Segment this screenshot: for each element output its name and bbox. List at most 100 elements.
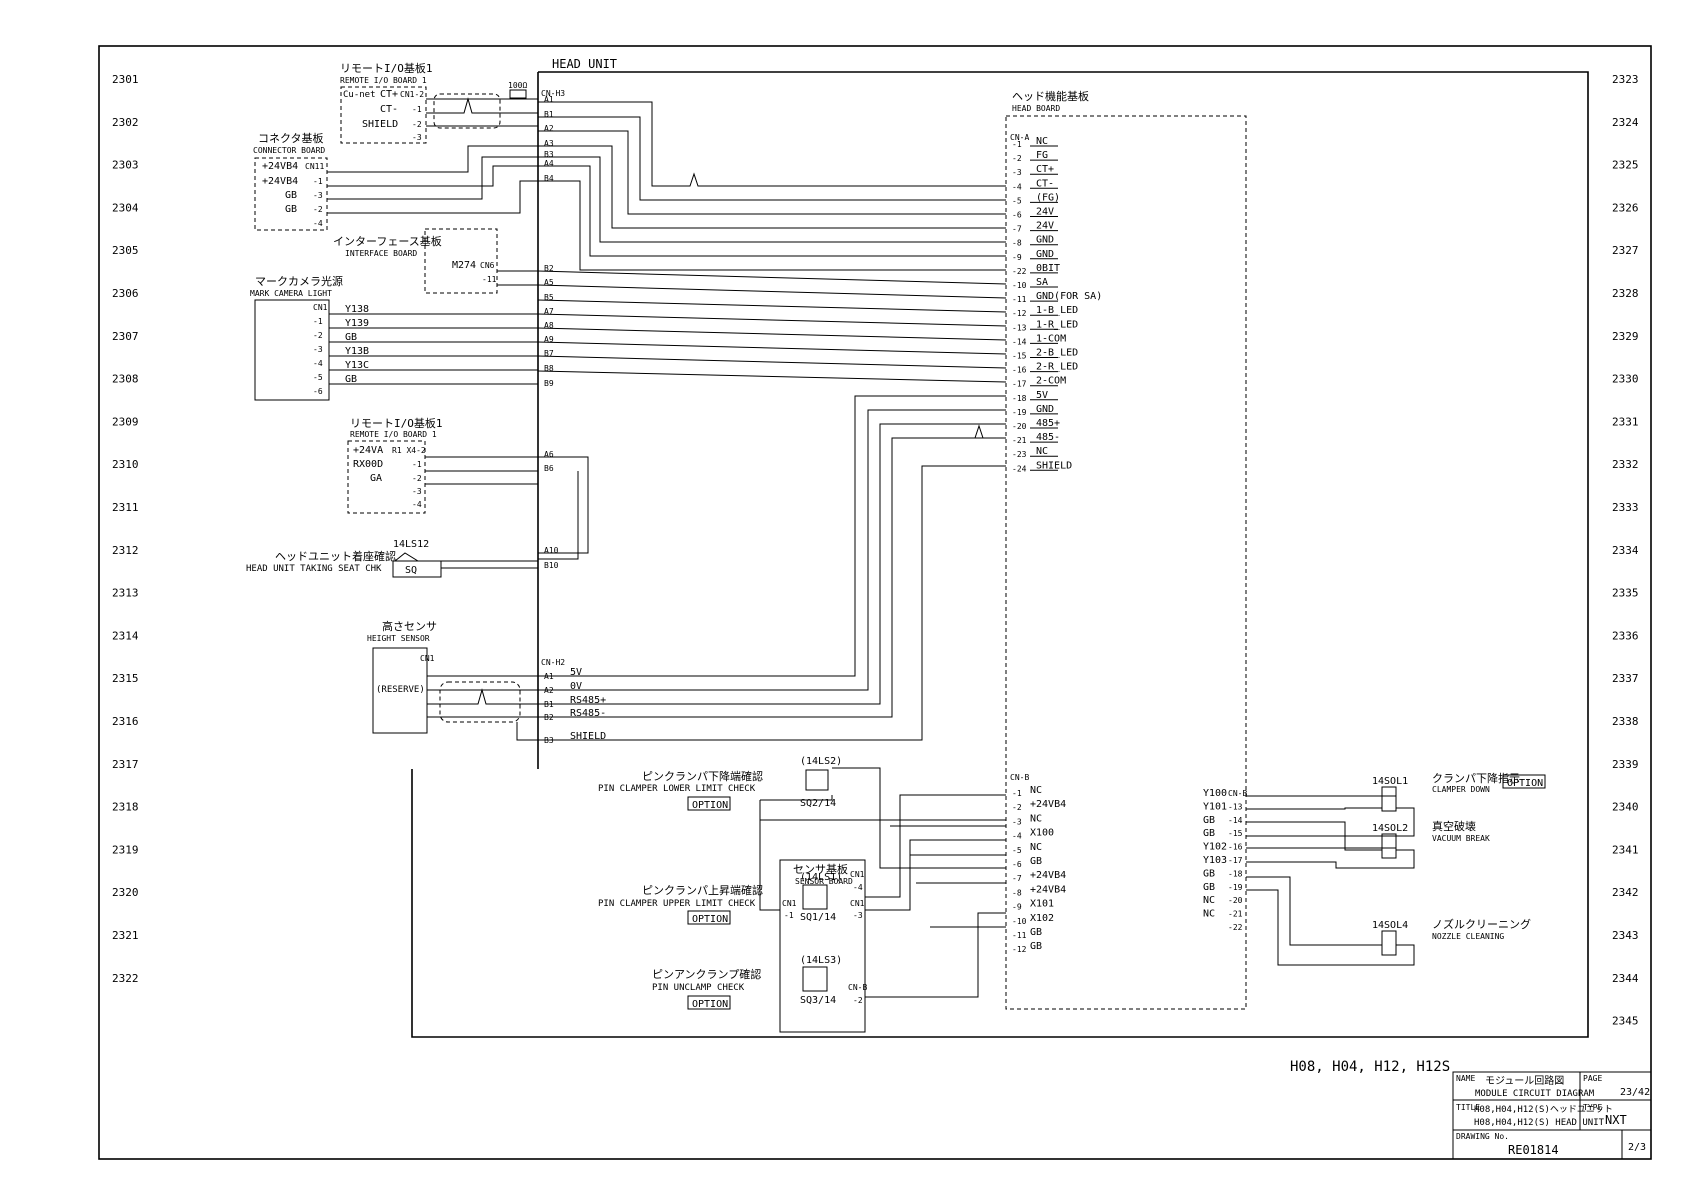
pin-number: -11 bbox=[1012, 931, 1027, 940]
cn-h2-label: CN-H2 bbox=[541, 658, 565, 667]
pin-number: CN-B bbox=[1228, 789, 1247, 798]
pin-number: -6 bbox=[1012, 211, 1022, 220]
solenoid-title-en: NOZZLE CLEANING bbox=[1432, 932, 1504, 941]
pin-number: -23 bbox=[1012, 450, 1027, 459]
page-value: 23/42 bbox=[1620, 1087, 1650, 1098]
pin-number: -4 bbox=[1012, 832, 1022, 841]
pin-number: -21 bbox=[1012, 436, 1027, 445]
interface-board: インターフェース基板 INTERFACE BOARD M274 CN6 -11 bbox=[333, 228, 538, 294]
pin-number: -19 bbox=[1228, 883, 1243, 892]
pin-signal: GND bbox=[1036, 404, 1054, 415]
model-list: H08, H04, H12, H12S bbox=[1290, 1059, 1450, 1075]
option-badge bbox=[1502, 774, 1546, 789]
pin-signal: +24VB4 bbox=[1030, 799, 1066, 810]
name-jp: モジュール回路図 bbox=[1485, 1074, 1564, 1087]
row-number: 2316 bbox=[112, 715, 139, 728]
pin-number: -20 bbox=[1228, 896, 1243, 905]
solenoid-id: 14SOL1 bbox=[1372, 776, 1408, 787]
cn-b-label: CN-B bbox=[1010, 773, 1029, 782]
pin-number: A7 bbox=[544, 307, 554, 316]
pin-signal: GND(FOR SA) bbox=[1036, 291, 1102, 302]
pin-number: B10 bbox=[544, 561, 559, 570]
pin-signal: +24VB4 bbox=[262, 161, 298, 172]
row-number: 2304 bbox=[112, 201, 139, 214]
pin-signal: (FG) bbox=[1036, 192, 1060, 203]
pin-number: -9 bbox=[1012, 253, 1022, 262]
title-label: TITLE bbox=[1456, 1103, 1480, 1112]
height-sensor-reserve: (RESERVE) bbox=[376, 685, 425, 695]
pin-number: -16 bbox=[1012, 366, 1027, 375]
pin-signal: GA bbox=[370, 473, 382, 484]
pin-signal: GB bbox=[1030, 856, 1042, 867]
row-number: 2312 bbox=[112, 544, 139, 557]
row-number: 2335 bbox=[1612, 587, 1639, 600]
height-sensor-title-jp: 高さセンサ bbox=[382, 619, 437, 633]
pin-signal: FG bbox=[1036, 150, 1048, 161]
pin-number: -4 bbox=[313, 219, 323, 228]
pin-signal: Y138 bbox=[345, 304, 369, 315]
head-board-title-en: HEAD BOARD bbox=[1012, 104, 1060, 113]
pin-signal: SHIELD bbox=[1036, 460, 1072, 471]
pin-number: -4 bbox=[1012, 182, 1022, 191]
pin-number: A2 bbox=[544, 124, 554, 133]
upper-limit-title-jp: ピンクランパ上昇端確認 bbox=[642, 883, 763, 897]
pin-signal: GB bbox=[285, 204, 297, 215]
resistor-label: 100Ω bbox=[508, 81, 527, 90]
switch-sq: SQ2/14 bbox=[800, 798, 836, 809]
pin-number: B9 bbox=[544, 379, 554, 388]
pin-number: A5 bbox=[544, 278, 554, 287]
pin-signal: RX00D bbox=[353, 459, 383, 470]
pin-signal: GB bbox=[1203, 828, 1215, 839]
pin-signal: GND bbox=[1036, 249, 1054, 260]
pin-number: -1 bbox=[313, 317, 323, 326]
row-number: 2324 bbox=[1612, 116, 1639, 129]
pin-number: B5 bbox=[544, 293, 554, 302]
pin-number: B7 bbox=[544, 349, 554, 358]
pin-number: CN-B bbox=[848, 983, 867, 992]
pin-signal: NC bbox=[1036, 136, 1048, 147]
pin-number: -13 bbox=[1228, 802, 1243, 811]
pin-number: B8 bbox=[544, 364, 554, 373]
row-number: 2340 bbox=[1612, 801, 1639, 814]
row-number: 2314 bbox=[112, 629, 139, 642]
pin-number: -1 bbox=[784, 911, 794, 920]
cunet-label: Cu-net bbox=[343, 90, 376, 100]
sheet-value: 2/3 bbox=[1628, 1142, 1646, 1153]
title-block: NAME モジュール回路図 MODULE CIRCUIT DIAGRAM PAG… bbox=[1452, 1071, 1652, 1160]
pin-number: -1 bbox=[412, 105, 422, 114]
row-number: 2341 bbox=[1612, 843, 1639, 856]
seat-switch-box bbox=[392, 560, 442, 578]
pin-number: CN1 bbox=[850, 899, 865, 908]
interface-box bbox=[424, 228, 498, 294]
pin-number: -5 bbox=[1012, 846, 1022, 855]
drawing-number: RE01814 bbox=[1508, 1143, 1559, 1157]
pin-signal: GB bbox=[345, 332, 357, 343]
cn-a-label: CN-A bbox=[1010, 133, 1029, 142]
pin-number: -14 bbox=[1012, 337, 1027, 346]
pin-number: CN1-2 bbox=[400, 90, 424, 99]
pin-signal: Y13C bbox=[345, 360, 369, 371]
cn-h3-pins: A1B1A2A3B3A4B4B2A5B5A7A8A9B7B8B9A6B6A10B… bbox=[544, 95, 559, 570]
pin-number: -19 bbox=[1012, 408, 1027, 417]
pin-number: -6 bbox=[313, 387, 323, 396]
connector-board: コネクタ基板 CONNECTOR BOARD +24VB4 CN11 +24VB… bbox=[253, 131, 538, 231]
pin-signal: GND bbox=[1036, 235, 1054, 246]
pin-signal: +24VB4 bbox=[262, 176, 298, 187]
pin-number: -1 bbox=[1012, 789, 1022, 798]
row-number: 2323 bbox=[1612, 73, 1639, 86]
pin-signal: 2-B_LED bbox=[1036, 348, 1078, 359]
page-label: PAGE bbox=[1583, 1074, 1602, 1083]
row-number: 2313 bbox=[112, 587, 139, 600]
height-shielded-cable bbox=[439, 681, 521, 723]
connector-board-title-jp: コネクタ基板 bbox=[258, 131, 324, 145]
row-number: 2310 bbox=[112, 458, 139, 471]
row-number: 2317 bbox=[112, 758, 139, 771]
pin-number: CN11 bbox=[305, 162, 324, 171]
pin-number: -9 bbox=[1012, 903, 1022, 912]
pin-signal: GB bbox=[1030, 927, 1042, 938]
option-label: OPTION bbox=[1507, 778, 1543, 789]
pin-number: -5 bbox=[313, 373, 323, 382]
row-number: 2328 bbox=[1612, 287, 1639, 300]
